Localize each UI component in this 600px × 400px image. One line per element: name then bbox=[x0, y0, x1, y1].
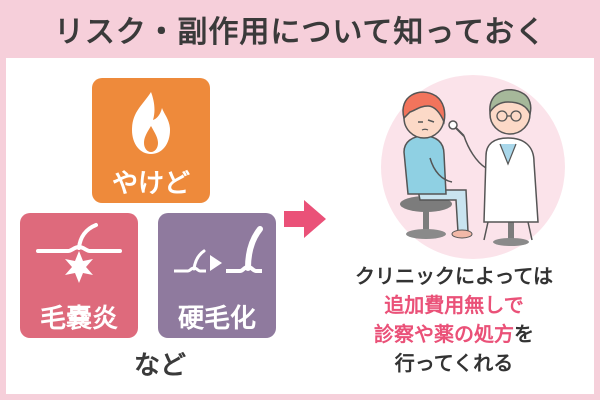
info-line-4: 行ってくれる bbox=[394, 351, 514, 375]
info-line-1: クリニックによっては bbox=[355, 264, 553, 288]
info-line-2-highlight: 追加費用無しで bbox=[384, 293, 524, 317]
hair-growth-arrow-icon bbox=[174, 226, 263, 273]
info-line-3: 診察や薬の処方を bbox=[318, 320, 590, 349]
info-line-3-rest: を bbox=[514, 322, 534, 346]
risk-label-hair-hardening: 硬毛化 bbox=[177, 304, 256, 334]
hair-follicle-burst-icon bbox=[36, 223, 122, 283]
doctor-consultation-illustration bbox=[381, 75, 565, 259]
risk-tile-folliculitis: 毛嚢炎 bbox=[20, 213, 138, 338]
info-line-3-highlight: 診察や薬の処方 bbox=[374, 322, 514, 346]
flame-icon bbox=[132, 92, 170, 154]
risk-tile-hair-hardening: 硬毛化 bbox=[158, 213, 276, 338]
risk-tile-burn: やけど bbox=[92, 78, 210, 203]
header-banner: リスク・副作用について知っておく bbox=[0, 0, 600, 58]
etc-label: など bbox=[133, 351, 186, 381]
page-title: リスク・副作用について知っておく bbox=[53, 15, 547, 50]
risk-label-folliculitis: 毛嚢炎 bbox=[39, 304, 118, 334]
risk-label-burn: やけど bbox=[111, 169, 190, 199]
right-arrow-icon bbox=[284, 200, 326, 238]
clinic-info-text: クリニックによっては 追加費用無しで 診察や薬の処方を 行ってくれる bbox=[318, 262, 590, 378]
